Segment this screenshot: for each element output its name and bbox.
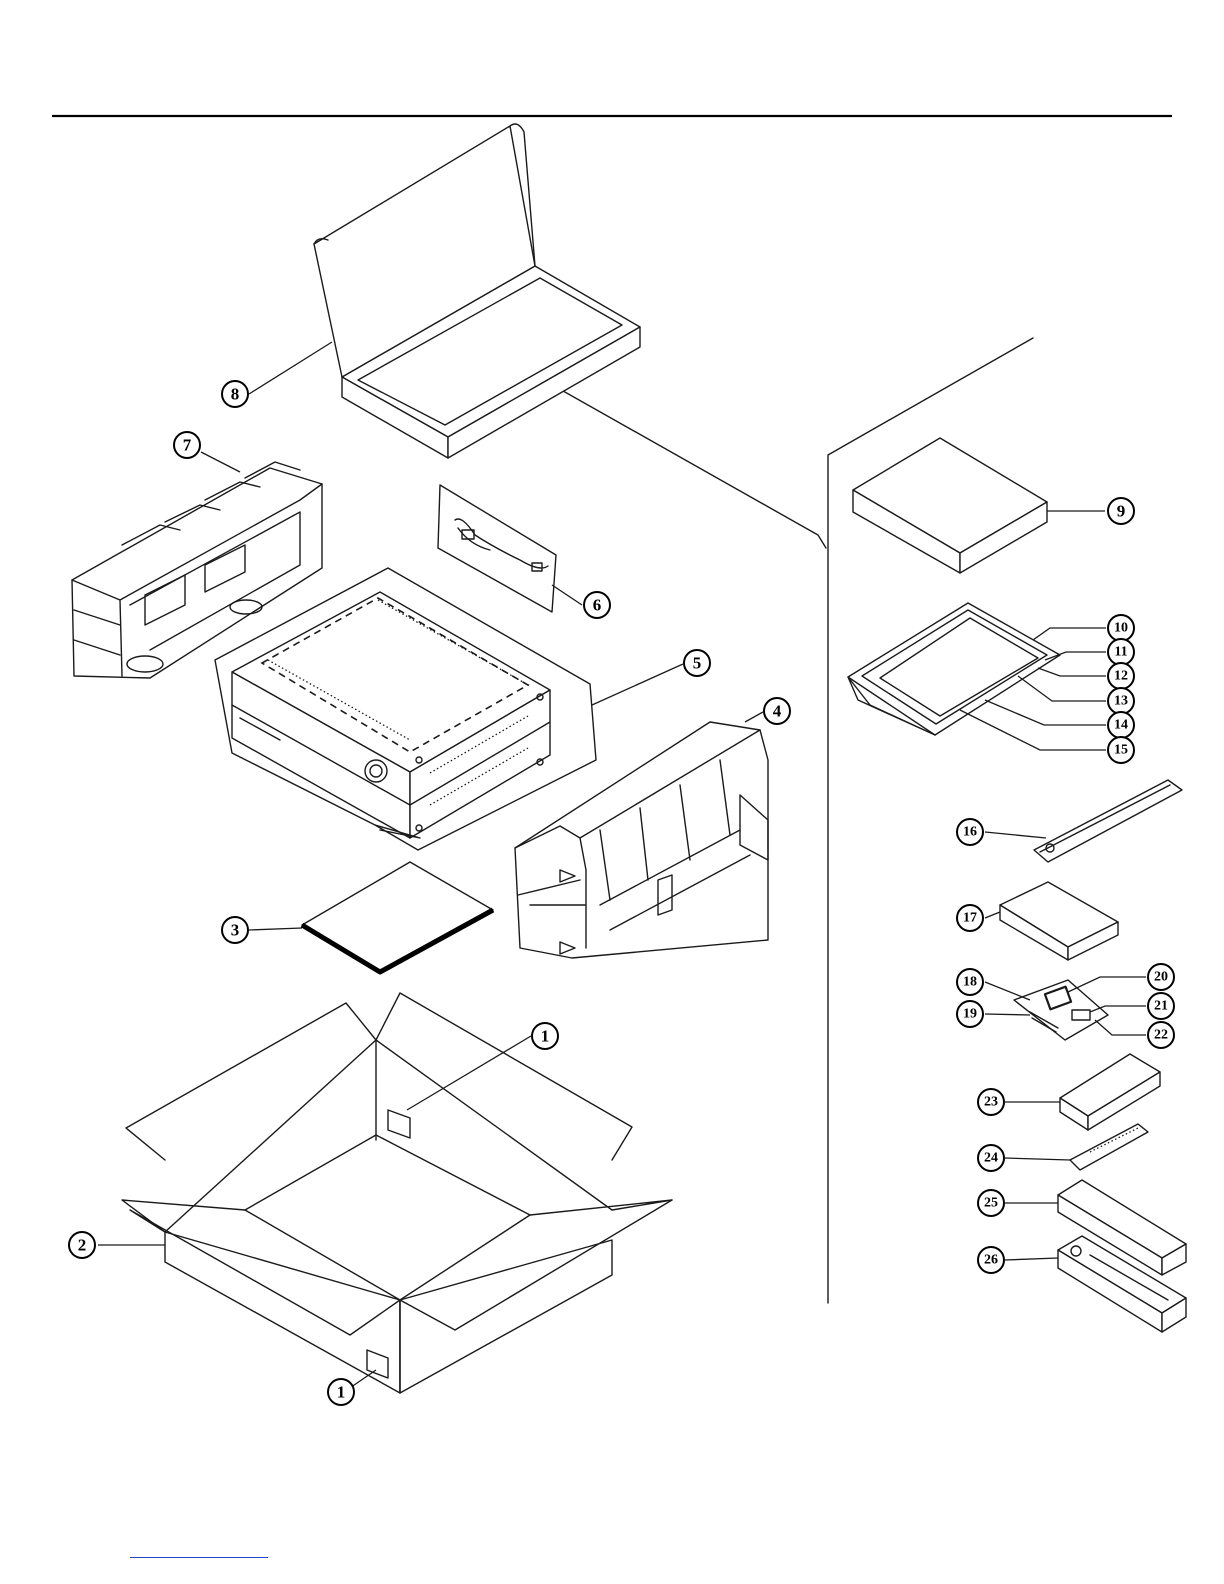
callout-number: 1 [541, 1027, 550, 1046]
callout-12: 12 [1108, 663, 1134, 689]
callout-number: 21 [1154, 999, 1168, 1014]
callout-17: 17 [957, 905, 983, 931]
callout-number: 2 [78, 1236, 87, 1255]
callout-23: 23 [978, 1089, 1004, 1115]
power-cord-bag [438, 485, 556, 612]
callout-15: 15 [1108, 737, 1134, 763]
callout-number: 10 [1114, 621, 1128, 636]
callout-number: 6 [593, 596, 602, 615]
callout-1-top: 1 [532, 1023, 558, 1049]
callout-8: 8 [222, 381, 248, 407]
callout-6: 6 [584, 592, 610, 618]
callout-number: 23 [984, 1095, 998, 1110]
callout-5: 5 [684, 650, 710, 676]
callout-4: 4 [764, 698, 790, 724]
callout-number: 11 [1114, 645, 1127, 660]
callout-26: 26 [978, 1247, 1004, 1273]
sheet-pad [302, 862, 493, 972]
receiver-unit [215, 568, 596, 850]
callout-number: 14 [1114, 718, 1128, 733]
callout-3: 3 [222, 917, 248, 943]
antenna-bag [1034, 780, 1182, 862]
callout-11: 11 [1108, 639, 1134, 665]
callout-number: 13 [1114, 694, 1128, 709]
callout-9: 9 [1108, 498, 1134, 524]
callout-24: 24 [978, 1145, 1004, 1171]
callout-20: 20 [1148, 964, 1174, 990]
callout-14: 14 [1108, 712, 1134, 738]
callout-number: 8 [231, 385, 240, 404]
callout-2: 2 [69, 1232, 95, 1258]
callout-number: 26 [984, 1253, 998, 1268]
small-box [1000, 882, 1118, 960]
callout-25: 25 [978, 1190, 1004, 1216]
callout-1-bottom: 1 [328, 1379, 354, 1405]
document-bag [848, 603, 1060, 735]
callout-18: 18 [957, 969, 983, 995]
carton-box [122, 993, 672, 1393]
remote-control [1070, 1124, 1148, 1170]
callout-number: 4 [773, 702, 782, 721]
callout-number: 5 [693, 654, 702, 673]
callout-7: 7 [174, 432, 200, 458]
accessory-box [314, 124, 640, 458]
callout-19: 19 [957, 1001, 983, 1027]
callout-number: 17 [963, 911, 977, 926]
inner-box [853, 438, 1047, 573]
callout-number: 16 [963, 825, 977, 840]
callout-13: 13 [1108, 688, 1134, 714]
footer-link-underline[interactable] [130, 1557, 268, 1558]
callout-21: 21 [1148, 993, 1174, 1019]
callout-16: 16 [957, 819, 983, 845]
callout-number: 22 [1154, 1028, 1168, 1043]
callout-number: 12 [1114, 669, 1128, 684]
callout-number: 18 [963, 975, 977, 990]
callout-number: 1 [337, 1383, 346, 1402]
callout-number: 3 [231, 921, 240, 940]
callout-22: 22 [1148, 1022, 1174, 1048]
callout-number: 20 [1154, 970, 1168, 985]
callout-number: 7 [183, 436, 192, 455]
callout-number: 15 [1114, 743, 1128, 758]
callout-number: 25 [984, 1196, 998, 1211]
remote-box [1060, 1054, 1160, 1130]
callout-number: 24 [984, 1151, 998, 1166]
callout-number: 9 [1117, 502, 1126, 521]
callout-number: 19 [963, 1007, 977, 1022]
callout-10: 10 [1108, 615, 1134, 641]
